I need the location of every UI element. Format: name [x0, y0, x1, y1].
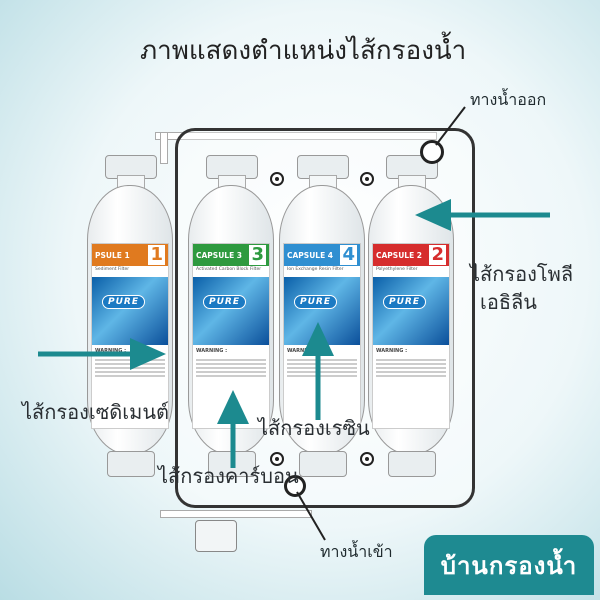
resin-arrow-icon: [302, 322, 334, 420]
sediment-arrow-icon: [38, 338, 166, 370]
inlet-label: ทางน้ำเข้า: [320, 542, 393, 561]
water-inlet-port: [284, 475, 306, 497]
page-title: ภาพแสดงตำแหน่งไส้กรองน้ำ: [140, 36, 467, 66]
brand-logo: บ้านกรองน้ำ: [424, 535, 594, 595]
bottom-tube: [160, 510, 312, 518]
pure-logo: PURE: [383, 295, 426, 309]
filter-label: CAPSULE 2 2 Polyethylene Filter PURE WAR…: [372, 243, 450, 429]
sediment-label: ไส้กรองเซดิเมนต์: [22, 400, 169, 424]
polyethylene-label-line1: ไส้กรองโพลี: [470, 262, 574, 286]
polyethylene-label-line2: เอธิลีน: [480, 290, 537, 314]
filter-header: CAPSULE 3 3: [193, 244, 269, 266]
mount-knob-icon: [360, 452, 374, 466]
mount-knob-icon: [270, 172, 284, 186]
filter-header: PSULE 1 1: [92, 244, 168, 266]
pure-logo: PURE: [203, 295, 246, 309]
filter-1: PSULE 1 1 Sediment Filter PURE WARNING :: [87, 155, 173, 495]
left-riser-tube: [160, 132, 168, 164]
resin-label: ไส้กรองเรซิน: [258, 416, 370, 440]
inlet-pointer-icon: [296, 491, 326, 541]
polyethylene-arrow-icon: [415, 199, 550, 231]
carbon-arrow-icon: [217, 390, 249, 468]
carbon-label: ไส้กรองคาร์บอน: [158, 464, 299, 488]
outlet-label: ทางน้ำออก: [470, 90, 547, 109]
water-outlet-port: [420, 140, 444, 164]
inlet-valve-icon: [195, 520, 237, 552]
filter-header: CAPSULE 2 2: [373, 244, 449, 266]
pure-logo: PURE: [102, 295, 145, 309]
top-tube: [155, 132, 437, 140]
filter-header: CAPSULE 4 4: [284, 244, 360, 266]
mount-knob-icon: [270, 452, 284, 466]
filter-label: CAPSULE 3 3 Activated Carbon Block Filte…: [192, 243, 270, 429]
mount-knob-icon: [360, 172, 374, 186]
pure-logo: PURE: [294, 295, 337, 309]
outlet-pointer-icon: [435, 106, 466, 146]
filter-2: CAPSULE 2 2 Polyethylene Filter PURE WAR…: [368, 155, 454, 495]
